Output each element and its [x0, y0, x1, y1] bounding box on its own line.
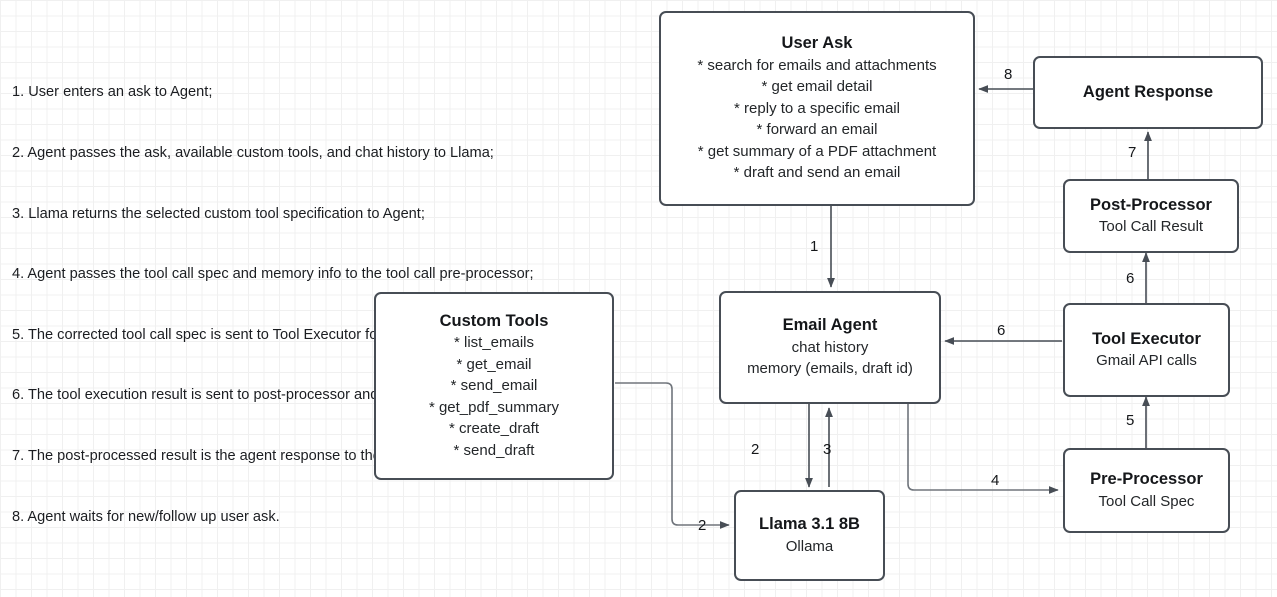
- node-email-agent-sub-1: chat history: [791, 338, 869, 356]
- edge-4-path: [907, 404, 1059, 494]
- node-custom-tools-item-1: * list_emails: [453, 334, 535, 352]
- edge-label-4: 4: [991, 472, 1000, 489]
- node-custom-tools-title: Custom Tools: [439, 311, 549, 330]
- node-llama[interactable]: Llama 3.1 8B Ollama: [734, 490, 885, 581]
- node-llama-title: Llama 3.1 8B: [759, 515, 860, 533]
- node-custom-tools-item-3: * send_email: [450, 377, 538, 395]
- edge-2-tools-llama-path: [615, 382, 730, 529]
- edge-label-6-executor-post: 6: [1126, 270, 1135, 287]
- node-pre-processor-title: Pre-Processor: [1090, 470, 1203, 488]
- legend-line-2: 2. Agent passes the ask, available custo…: [12, 145, 494, 162]
- legend-line-1: 1. User enters an ask to Agent;: [12, 84, 213, 101]
- edge-label-8: 8: [1004, 66, 1013, 83]
- node-user-ask[interactable]: User Ask * search for emails and attachm…: [659, 11, 975, 206]
- node-user-ask-item-5: * get summary of a PDF attachment: [697, 142, 937, 160]
- node-user-ask-item-4: * forward an email: [756, 121, 878, 139]
- node-agent-response-title: Agent Response: [1082, 82, 1214, 101]
- node-post-processor[interactable]: Post-Processor Tool Call Result: [1063, 179, 1239, 253]
- node-custom-tools-item-5: * create_draft: [448, 420, 540, 438]
- legend-line-4: 4. Agent passes the tool call spec and m…: [12, 266, 534, 283]
- node-user-ask-item-2: * get email detail: [761, 78, 873, 96]
- node-post-processor-sub: Tool Call Result: [1098, 218, 1204, 235]
- legend-line-8: 8. Agent waits for new/follow up user as…: [12, 508, 280, 525]
- edge-label-7: 7: [1128, 144, 1137, 161]
- edge-label-2-tools-llama: 2: [698, 517, 707, 534]
- node-email-agent-title: Email Agent: [782, 316, 878, 335]
- node-post-processor-title: Post-Processor: [1090, 195, 1212, 214]
- node-user-ask-item-6: * draft and send an email: [733, 164, 901, 182]
- node-agent-response[interactable]: Agent Response: [1033, 56, 1263, 129]
- node-user-ask-item-1: * search for emails and attachments: [697, 56, 937, 74]
- edge-label-3: 3: [823, 441, 832, 458]
- node-custom-tools-item-6: * send_draft: [453, 441, 535, 459]
- edge-label-5: 5: [1126, 412, 1135, 429]
- node-custom-tools-item-4: * get_pdf_summary: [428, 398, 560, 416]
- node-custom-tools-item-2: * get_email: [456, 355, 532, 373]
- node-user-ask-item-3: * reply to a specific email: [734, 99, 900, 117]
- node-pre-processor[interactable]: Pre-Processor Tool Call Spec: [1063, 448, 1230, 533]
- node-llama-sub: Ollama: [785, 537, 834, 555]
- node-email-agent[interactable]: Email Agent chat history memory (emails,…: [719, 291, 941, 404]
- node-pre-processor-sub: Tool Call Spec: [1098, 492, 1195, 510]
- edge-label-1: 1: [810, 238, 819, 255]
- node-user-ask-title: User Ask: [781, 34, 853, 53]
- node-custom-tools[interactable]: Custom Tools * list_emails * get_email *…: [374, 292, 614, 480]
- node-email-agent-sub-2: memory (emails, draft id): [747, 360, 913, 378]
- edge-label-2-agent-llama: 2: [751, 441, 760, 458]
- node-tool-executor[interactable]: Tool Executor Gmail API calls: [1063, 303, 1230, 397]
- legend-line-3: 3. Llama returns the selected custom too…: [12, 205, 425, 222]
- node-tool-executor-title: Tool Executor: [1092, 329, 1201, 348]
- edge-label-6-executor-agent: 6: [997, 322, 1006, 339]
- node-tool-executor-sub: Gmail API calls: [1096, 352, 1197, 369]
